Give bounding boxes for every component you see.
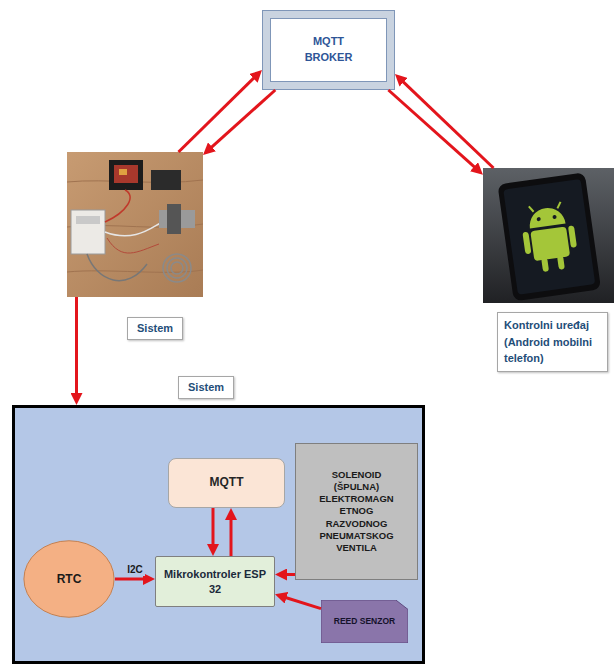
system-photo xyxy=(67,152,203,297)
mqtt-box: MQTT xyxy=(168,458,285,508)
photo-detail xyxy=(105,190,130,222)
node-text: SOLENOID (ŠPULNA) ELEKTROMAGN ETNOG RAZV… xyxy=(318,469,395,554)
photo-detail xyxy=(483,168,614,303)
photo-caption: Kontrolni uređaj (Android mobilni telefo… xyxy=(497,312,608,372)
node-text: MQTT xyxy=(175,475,278,490)
node-text: REED SENZOR xyxy=(334,616,395,627)
phone-photo-node: Kontrolni uređaj (Android mobilni telefo… xyxy=(483,168,614,303)
arrow-connector xyxy=(230,514,233,556)
broker-label: MQTT BROKER xyxy=(298,34,360,66)
photo-detail xyxy=(536,217,541,222)
photo-detail xyxy=(67,152,203,297)
photo-detail xyxy=(163,254,191,282)
phone-photo xyxy=(483,168,614,303)
node-text: RTC xyxy=(57,572,82,586)
rtc-circle: RTC xyxy=(23,540,115,618)
arrow-connector xyxy=(281,596,321,609)
photo-detail xyxy=(167,258,187,278)
arrow-connector xyxy=(388,90,478,171)
photo-detail xyxy=(171,262,183,274)
arrow-connector xyxy=(281,573,295,576)
photo-detail xyxy=(76,216,100,224)
system-panel: SistemMQTTRTCMikrokontroler ESP 32SOLENO… xyxy=(12,405,425,664)
photo-detail xyxy=(522,232,531,255)
photo-detail xyxy=(71,210,105,254)
photo-detail xyxy=(557,255,565,270)
arrow-connector xyxy=(212,508,215,550)
photo-detail xyxy=(167,204,181,234)
reed-sensor: REED SENZOR xyxy=(321,600,408,643)
node-text: Mikrokontroler ESP 32 xyxy=(162,567,268,595)
photo-detail xyxy=(114,165,138,183)
system-photo-node: Sistem xyxy=(67,152,203,297)
photo-detail xyxy=(568,225,577,248)
photo-detail xyxy=(497,172,601,301)
arrow-connector xyxy=(179,74,258,152)
reed-shape xyxy=(321,600,408,643)
photo-detail xyxy=(530,226,570,261)
arrow-connector xyxy=(75,297,78,399)
photo-detail xyxy=(527,206,565,229)
panel-heading-holder: Sistem xyxy=(178,376,234,399)
photo-caption-holder: Sistem xyxy=(127,317,183,340)
edge-label: I2C xyxy=(125,564,145,576)
photo-detail xyxy=(529,206,534,212)
photo-detail xyxy=(105,222,163,236)
photo-detail xyxy=(107,238,159,253)
photo-detail xyxy=(67,180,203,272)
photo-detail xyxy=(503,179,595,295)
photo-caption: Sistem xyxy=(127,317,183,340)
arrow-connector xyxy=(208,90,276,151)
edge-label-holder: I2C xyxy=(125,559,145,577)
panel-heading: Sistem xyxy=(178,376,234,399)
circle-shape xyxy=(24,541,114,617)
photo-detail xyxy=(119,169,127,175)
photo-detail xyxy=(151,170,181,190)
photo-detail xyxy=(109,160,143,190)
photo-detail xyxy=(87,254,147,281)
arrow-connector xyxy=(115,578,149,581)
photo-caption-holder: Kontrolni uređaj (Android mobilni telefo… xyxy=(497,312,608,372)
microcontroller-box: Mikrokontroler ESP 32 xyxy=(155,556,275,607)
photo-detail xyxy=(552,215,557,220)
solenoid-box: SOLENOID (ŠPULNA) ELEKTROMAGN ETNOG RAZV… xyxy=(295,443,418,580)
broker-box: MQTT BROKER xyxy=(262,10,395,90)
arrow-connector xyxy=(399,78,493,168)
photo-detail xyxy=(557,202,562,208)
broker-inner: MQTT BROKER xyxy=(270,18,387,82)
photo-detail xyxy=(541,257,549,272)
photo-detail xyxy=(497,172,601,301)
